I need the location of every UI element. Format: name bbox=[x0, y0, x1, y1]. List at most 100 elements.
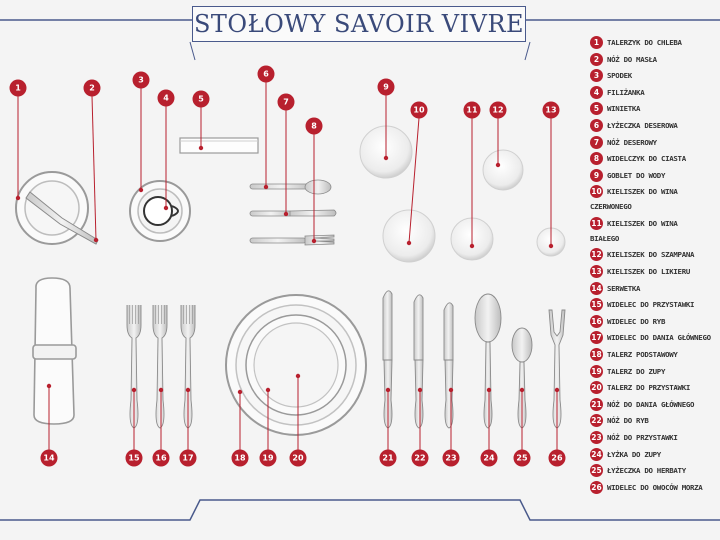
legend-badge: 26 bbox=[590, 480, 603, 494]
leader-dot-9 bbox=[383, 155, 389, 161]
legend-label-line: WIDELCZYK DO CIASTA bbox=[607, 154, 686, 164]
legend-label-line-2: BIAŁEGO bbox=[590, 233, 620, 243]
leader-line-2 bbox=[91, 95, 97, 241]
leader-dot-16 bbox=[158, 387, 164, 393]
legend-label: ŁYŻECZKA DO HERBATY bbox=[607, 463, 686, 478]
legend-badge: 1 bbox=[590, 36, 603, 49]
legend-badge: 16 bbox=[590, 314, 603, 328]
legend-badge: 23 bbox=[590, 431, 603, 444]
legend-badge: 15 bbox=[590, 298, 603, 312]
leader-dot-20 bbox=[295, 373, 301, 379]
legend-item-24: 24 ŁYŻKA DO ZUPY bbox=[590, 447, 661, 462]
dessert-knife bbox=[249, 209, 337, 217]
legend-badge: 25 bbox=[590, 464, 603, 478]
legend-label: WIDELCZYK DO CIASTA bbox=[607, 151, 686, 166]
marker-12: 12 bbox=[489, 101, 507, 119]
legend-badge: 12 bbox=[590, 248, 603, 262]
legend-badge: 14 bbox=[590, 281, 603, 295]
legend-label-line: WIDELEC DO RYB bbox=[607, 316, 666, 326]
legend-label-line: NÓŻ DO PRZYSTAWKI bbox=[607, 433, 678, 442]
left-forks bbox=[126, 305, 196, 429]
leader-dot-13 bbox=[548, 243, 554, 249]
leader-dot-10 bbox=[406, 240, 412, 246]
legend-label-line: SERWETKA bbox=[607, 283, 641, 293]
legend-label: TALERZ DO ZUPY bbox=[607, 364, 665, 379]
legend-badge: 8 bbox=[590, 152, 603, 166]
legend-badge: 13 bbox=[590, 265, 603, 278]
legend-label-line: FILIŻANKA bbox=[607, 87, 645, 97]
legend-label-line: KIELISZEK DO WINA bbox=[607, 187, 678, 197]
right-cutlery bbox=[382, 290, 566, 429]
legend-label: TALERZ PODSTAWOWY bbox=[607, 347, 678, 362]
marker-13: 13 bbox=[542, 101, 560, 119]
marker-17: 17 bbox=[179, 449, 197, 467]
legend-badge: 17 bbox=[590, 331, 603, 345]
leader-dot-19 bbox=[265, 387, 271, 393]
legend-badge: 7 bbox=[590, 135, 603, 149]
legend-label: WIDELEC DO OWOCÓW MORZA bbox=[607, 480, 703, 495]
butter-knife bbox=[25, 191, 99, 245]
saucer-and-cup bbox=[129, 180, 191, 242]
legend-label: WINIETKA bbox=[607, 101, 641, 116]
legend-item-16: 16 WIDELEC DO RYB bbox=[590, 314, 666, 329]
legend-item-18: 18 TALERZ PODSTAWOWY bbox=[590, 348, 678, 362]
fish-knife bbox=[413, 294, 424, 429]
legend-label: NÓŻ DO DANIA GŁÓWNEGO bbox=[607, 397, 694, 412]
seafood-fork bbox=[548, 309, 566, 429]
legend-label-line: ŁYŻKA DO ZUPY bbox=[607, 449, 661, 459]
legend-label: WIDELEC DO PRZYSTAWKI bbox=[607, 297, 694, 312]
legend-label-line: TALERZ DO ZUPY bbox=[607, 366, 666, 376]
marker-20: 20 bbox=[289, 449, 307, 467]
leader-dots bbox=[15, 145, 560, 395]
legend-badge: 22 bbox=[590, 414, 603, 428]
marker-10: 10 bbox=[410, 101, 428, 119]
legend-item-5: 5 WINIETKA bbox=[590, 101, 641, 116]
legend-badge: 5 bbox=[590, 102, 603, 116]
marker-5: 5 bbox=[192, 90, 210, 108]
legend-badge: 24 bbox=[590, 447, 603, 461]
leader-dot-12 bbox=[495, 162, 501, 168]
legend-label-line-2: CZERWONEGO bbox=[590, 202, 632, 212]
legend-item-20: 20 TALERZ DO PRZYSTAWKI bbox=[590, 381, 690, 395]
leader-dot-2 bbox=[93, 237, 99, 243]
marker-23: 23 bbox=[442, 449, 460, 467]
legend-label-line: NÓŻ DESEROWY bbox=[607, 137, 657, 147]
leader-line-10 bbox=[408, 117, 420, 244]
legend-label: TALERZYK DO CHLEBA bbox=[607, 35, 682, 50]
legend-label-line: WIDELEC DO OWOCÓW MORZA bbox=[607, 482, 703, 492]
plates bbox=[225, 294, 367, 436]
legend-label-line: KIELISZEK DO LIKIERU bbox=[607, 267, 690, 276]
leader-dot-17 bbox=[185, 387, 191, 393]
marker-22: 22 bbox=[411, 449, 429, 467]
leader-dot-18 bbox=[237, 389, 243, 395]
leader-dot-6 bbox=[263, 184, 269, 190]
marker-6: 6 bbox=[257, 65, 275, 83]
legend-badge: 20 bbox=[590, 381, 603, 395]
legend-item-26: 26 WIDELEC DO OWOCÓW MORZA bbox=[590, 480, 703, 495]
legend-item-7: 7 NÓŻ DESEROWY bbox=[590, 135, 657, 150]
glasses bbox=[359, 125, 566, 263]
legend-label: NÓŻ DO RYB bbox=[607, 413, 649, 428]
legend-label: ŁYŻKA DO ZUPY bbox=[607, 447, 661, 462]
legend-badge: 4 bbox=[590, 85, 603, 99]
leader-dot-22 bbox=[417, 387, 423, 393]
leader-dot-25 bbox=[519, 387, 525, 393]
leader-dot-23 bbox=[448, 387, 454, 393]
legend-badge: 3 bbox=[590, 69, 603, 83]
legend-badge: 18 bbox=[590, 348, 603, 361]
legend-item-14: 14 SERWETKA bbox=[590, 281, 641, 296]
starter-knife bbox=[443, 302, 454, 429]
legend-label: KIELISZEK DO WINA CZERWONEGO bbox=[590, 184, 678, 214]
legend-label-line: TALERZ DO PRZYSTAWKI bbox=[607, 383, 690, 393]
legend-label: KIELISZEK DO SZAMPANA bbox=[607, 247, 694, 262]
legend-label: NÓŻ DO MASŁA bbox=[607, 52, 657, 67]
leader-dot-26 bbox=[554, 387, 560, 393]
place-card bbox=[179, 137, 259, 154]
legend-item-8: 8 WIDELCZYK DO CIASTA bbox=[590, 152, 686, 166]
